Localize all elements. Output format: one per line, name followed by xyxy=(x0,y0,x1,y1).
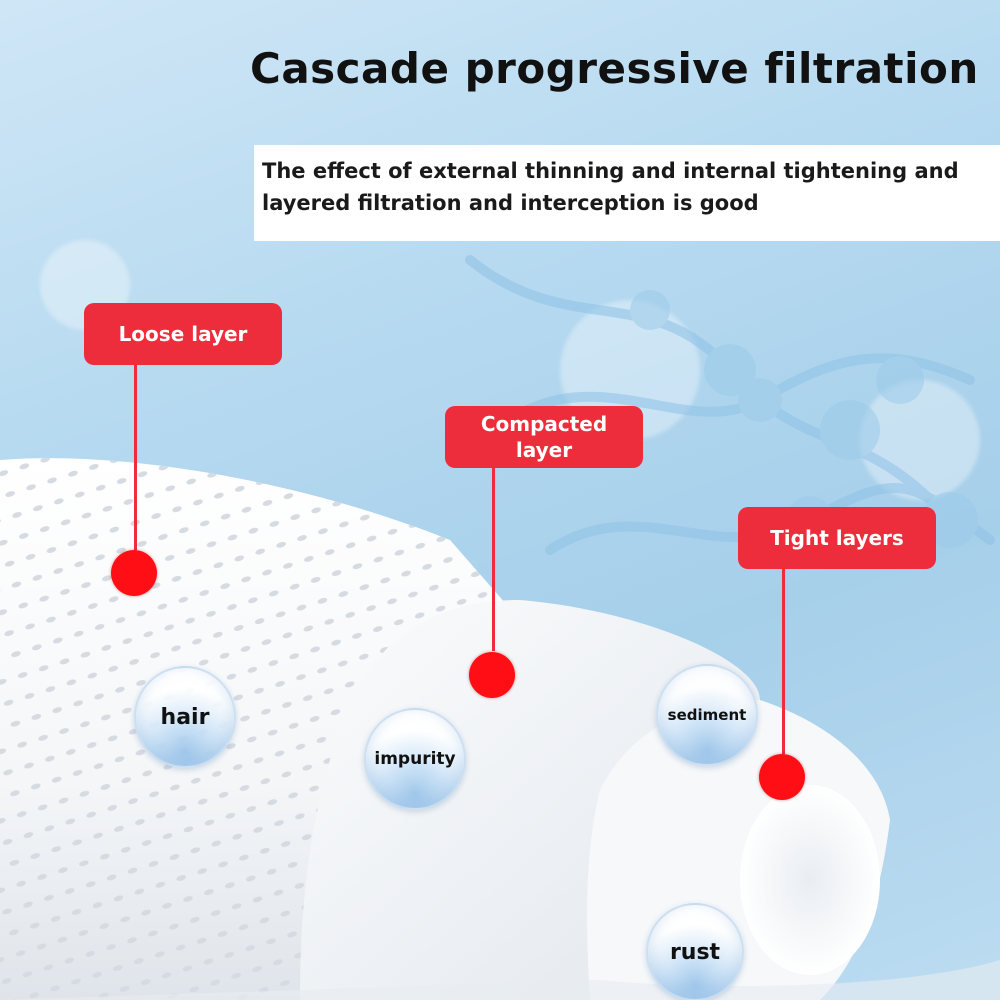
marker-dot-compacted-layer xyxy=(469,652,515,698)
particle-bubble-impurity: impurity xyxy=(364,708,466,810)
marker-dot-tight-layers xyxy=(759,754,805,800)
leader-line-compacted-layer xyxy=(492,468,495,651)
marker-dot-loose-layer xyxy=(111,550,157,596)
particle-bubble-rust: rust xyxy=(646,903,744,1000)
bokeh-light xyxy=(860,380,980,500)
tag-loose-layer: Loose layer xyxy=(84,303,282,365)
leader-line-tight-layers xyxy=(782,569,785,754)
page-title: Cascade progressive filtration xyxy=(250,44,979,93)
subtitle: The effect of external thinning and inte… xyxy=(262,159,959,215)
leader-line-loose-layer xyxy=(134,365,137,550)
particle-bubble-hair: hair xyxy=(134,666,236,768)
tag-compacted-layer: Compacted layer xyxy=(445,406,643,468)
subtitle-box: The effect of external thinning and inte… xyxy=(254,145,1000,241)
tag-tight-layers: Tight layers xyxy=(738,507,936,569)
particle-bubble-sediment: sediment xyxy=(656,664,758,766)
